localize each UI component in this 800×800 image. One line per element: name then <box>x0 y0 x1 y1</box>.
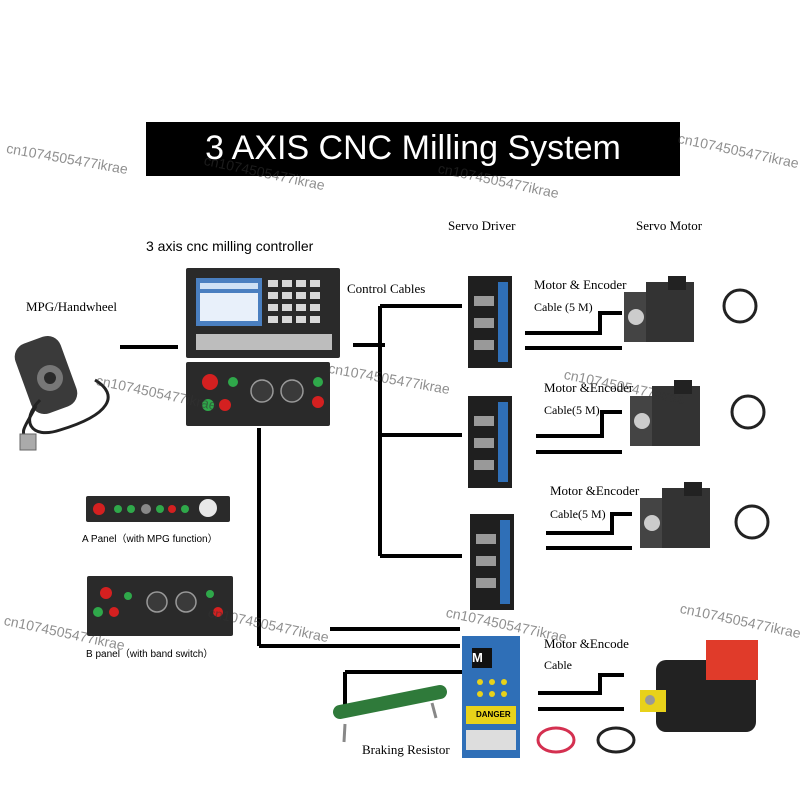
motor-encoder-label-2: Motor &Encoder <box>544 380 634 395</box>
servo-driver-2 <box>468 396 512 488</box>
feed-knob-icon <box>250 379 274 403</box>
motor-encoder-label-3: Motor &Encoder <box>550 483 640 498</box>
cable-label-1: Cable (5 M) <box>534 300 593 314</box>
servo-motor-1 <box>624 276 758 342</box>
loose-cables <box>536 726 636 754</box>
servo-driver-3 <box>470 514 514 610</box>
spindle-driver <box>462 636 520 758</box>
b-panel-label: B panel（with band switch） <box>86 649 214 660</box>
cable-label-3: Cable(5 M) <box>550 507 606 521</box>
controller-label: 3 axis cnc milling controller <box>146 238 314 254</box>
danger-sticker <box>466 706 516 724</box>
cable-4a <box>538 673 624 695</box>
spindle-knob-icon <box>280 379 304 403</box>
title-banner: 3 AXIS CNC Milling System <box>146 122 680 176</box>
a-panel-label: A Panel（with MPG function） <box>82 534 218 545</box>
a-panel-image <box>86 496 230 522</box>
spindle-driver-badge: M <box>472 650 483 665</box>
braking-resistor-image <box>333 685 447 743</box>
spindle-motor <box>640 640 758 732</box>
control-cables-label: Control Cables <box>347 281 426 296</box>
cable-3a <box>546 512 632 535</box>
estop-icon <box>202 374 218 390</box>
cable-1a <box>525 311 622 335</box>
servo-motor-label: Servo Motor <box>636 218 703 233</box>
b-panel-image <box>87 576 233 636</box>
cnc-controller <box>186 268 340 426</box>
cable-2a <box>536 410 622 438</box>
servo-motor-2 <box>630 380 766 446</box>
braking-resistor-label: Braking Resistor <box>362 742 450 757</box>
cable-label-4: Cable <box>544 658 572 672</box>
servo-driver-label: Servo Driver <box>448 218 516 233</box>
servo-motor-3 <box>640 482 770 548</box>
mpg-handwheel <box>14 335 110 451</box>
diagram-title: 3 AXIS CNC Milling System <box>205 129 621 167</box>
mpg-label: MPG/Handwheel <box>26 299 117 314</box>
connection-lines <box>120 304 632 711</box>
motor-encoder-label-1: Motor & Encoder <box>534 277 627 292</box>
danger-label: DANGER <box>476 710 511 719</box>
servo-driver-1 <box>468 276 512 368</box>
connector-icon <box>19 433 37 451</box>
cable-label-2: Cable(5 M) <box>544 403 600 417</box>
motor-encoder-label-4: Motor &Encode <box>544 636 629 651</box>
